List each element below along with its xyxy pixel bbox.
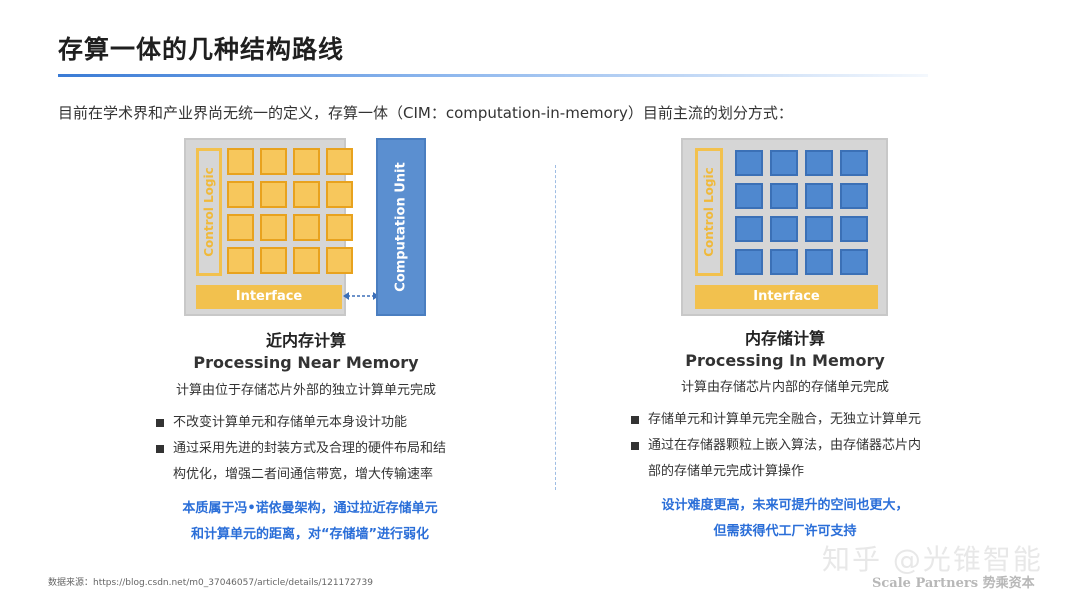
bullet-item: 存储单元和计算单元完全融合，无独立计算单元 <box>630 407 960 433</box>
in-memory-subtitle: 计算由存储芯片内部的存储单元完成 <box>680 380 889 395</box>
scale-partners-watermark: Scale Partners 势乘资本 <box>872 576 1035 591</box>
interface-block: Interface <box>196 285 342 309</box>
bullet-continuation: 构优化，增强二者间通信带宽，增大传输速率 <box>173 467 434 482</box>
conclusion-line: 设计难度更高，未来可提升的空间也更大， <box>661 498 909 513</box>
data-source: 数据来源：https://blog.csdn.net/m0_37046057/a… <box>48 578 373 588</box>
control-logic-label: Control Logic <box>202 167 216 257</box>
compute-memory-cell <box>840 150 868 176</box>
compute-memory-cell <box>770 183 798 209</box>
compute-memory-cell <box>840 249 868 275</box>
conclusion-line: 本质属于冯•诺依曼架构，通过拉近存储单元 <box>182 501 438 516</box>
bullet-continuation: 部的存储单元完成计算操作 <box>648 464 805 479</box>
page-title: 存算一体的几种结构路线 <box>58 35 345 64</box>
memory-cell <box>293 214 320 241</box>
compute-memory-cell <box>770 249 798 275</box>
memory-cell <box>260 214 287 241</box>
memory-cell <box>260 247 287 274</box>
compute-memory-cell <box>770 216 798 242</box>
conclusion-line: 但需获得代工厂许可支持 <box>713 524 857 539</box>
control-logic-block: Control Logic <box>196 148 222 276</box>
memory-cell <box>326 247 353 274</box>
bullet-item: 通过采用先进的封装方式及合理的硬件布局和结 <box>155 436 485 462</box>
compute-memory-cell <box>805 216 833 242</box>
memory-cell <box>293 181 320 208</box>
bullet-item: 通过在存储器颗粒上嵌入算法，由存储器芯片内 <box>630 433 960 459</box>
control-logic-block: Control Logic <box>695 148 723 276</box>
memory-cell <box>326 148 353 175</box>
compute-memory-cell <box>735 150 763 176</box>
memory-cell <box>293 247 320 274</box>
computation-unit-block: Computation Unit <box>376 138 426 316</box>
control-logic-label: Control Logic <box>702 167 716 257</box>
conclusion-line: 和计算单元的距离，对“存储墙”进行弱化 <box>190 527 430 542</box>
near-memory-bullets: 不改变计算单元和存储单元本身设计功能 通过采用先进的封装方式及合理的硬件布局和结… <box>155 410 485 488</box>
intro-text: 目前在学术界和产业界尚无统一的定义，存算一体（CIM：computation-i… <box>58 104 793 122</box>
memory-cell <box>260 148 287 175</box>
memory-cell <box>227 181 254 208</box>
compute-memory-cell <box>735 216 763 242</box>
compute-memory-cell <box>805 150 833 176</box>
memory-cell <box>227 148 254 175</box>
memory-cell <box>293 148 320 175</box>
compute-memory-cell <box>805 249 833 275</box>
near-memory-title-cn: 近内存计算 <box>265 331 346 350</box>
compute-memory-cell <box>735 183 763 209</box>
bidirectional-arrow-icon <box>343 292 379 300</box>
in-memory-title-en: Processing In Memory <box>685 351 885 370</box>
title-underline <box>58 74 928 77</box>
computation-unit-label: Computation Unit <box>393 162 409 292</box>
memory-cell-grid <box>227 148 353 274</box>
compute-memory-cell <box>735 249 763 275</box>
near-memory-subtitle: 计算由位于存储芯片外部的独立计算单元完成 <box>175 383 436 398</box>
compute-memory-cell <box>805 183 833 209</box>
near-memory-conclusion: 本质属于冯•诺依曼架构，通过拉近存储单元 和计算单元的距离，对“存储墙”进行弱化 <box>150 496 470 548</box>
in-memory-title-cn: 内存储计算 <box>744 329 825 348</box>
memory-cell <box>227 214 254 241</box>
compute-memory-cell <box>840 216 868 242</box>
memory-cell-grid <box>735 150 868 275</box>
compute-memory-cell <box>770 150 798 176</box>
interface-block: Interface <box>695 285 878 309</box>
column-divider <box>555 165 556 490</box>
bullet-item: 不改变计算单元和存储单元本身设计功能 <box>155 410 485 436</box>
memory-cell <box>227 247 254 274</box>
near-memory-title-en: Processing Near Memory <box>193 353 419 372</box>
in-memory-conclusion: 设计难度更高，未来可提升的空间也更大， 但需获得代工厂许可支持 <box>625 493 945 545</box>
compute-memory-cell <box>840 183 868 209</box>
zhihu-watermark: 知乎 @光锥智能 <box>822 543 1043 576</box>
memory-cell <box>326 214 353 241</box>
in-memory-bullets: 存储单元和计算单元完全融合，无独立计算单元 通过在存储器颗粒上嵌入算法，由存储器… <box>630 407 960 485</box>
memory-cell <box>326 181 353 208</box>
memory-cell <box>260 181 287 208</box>
